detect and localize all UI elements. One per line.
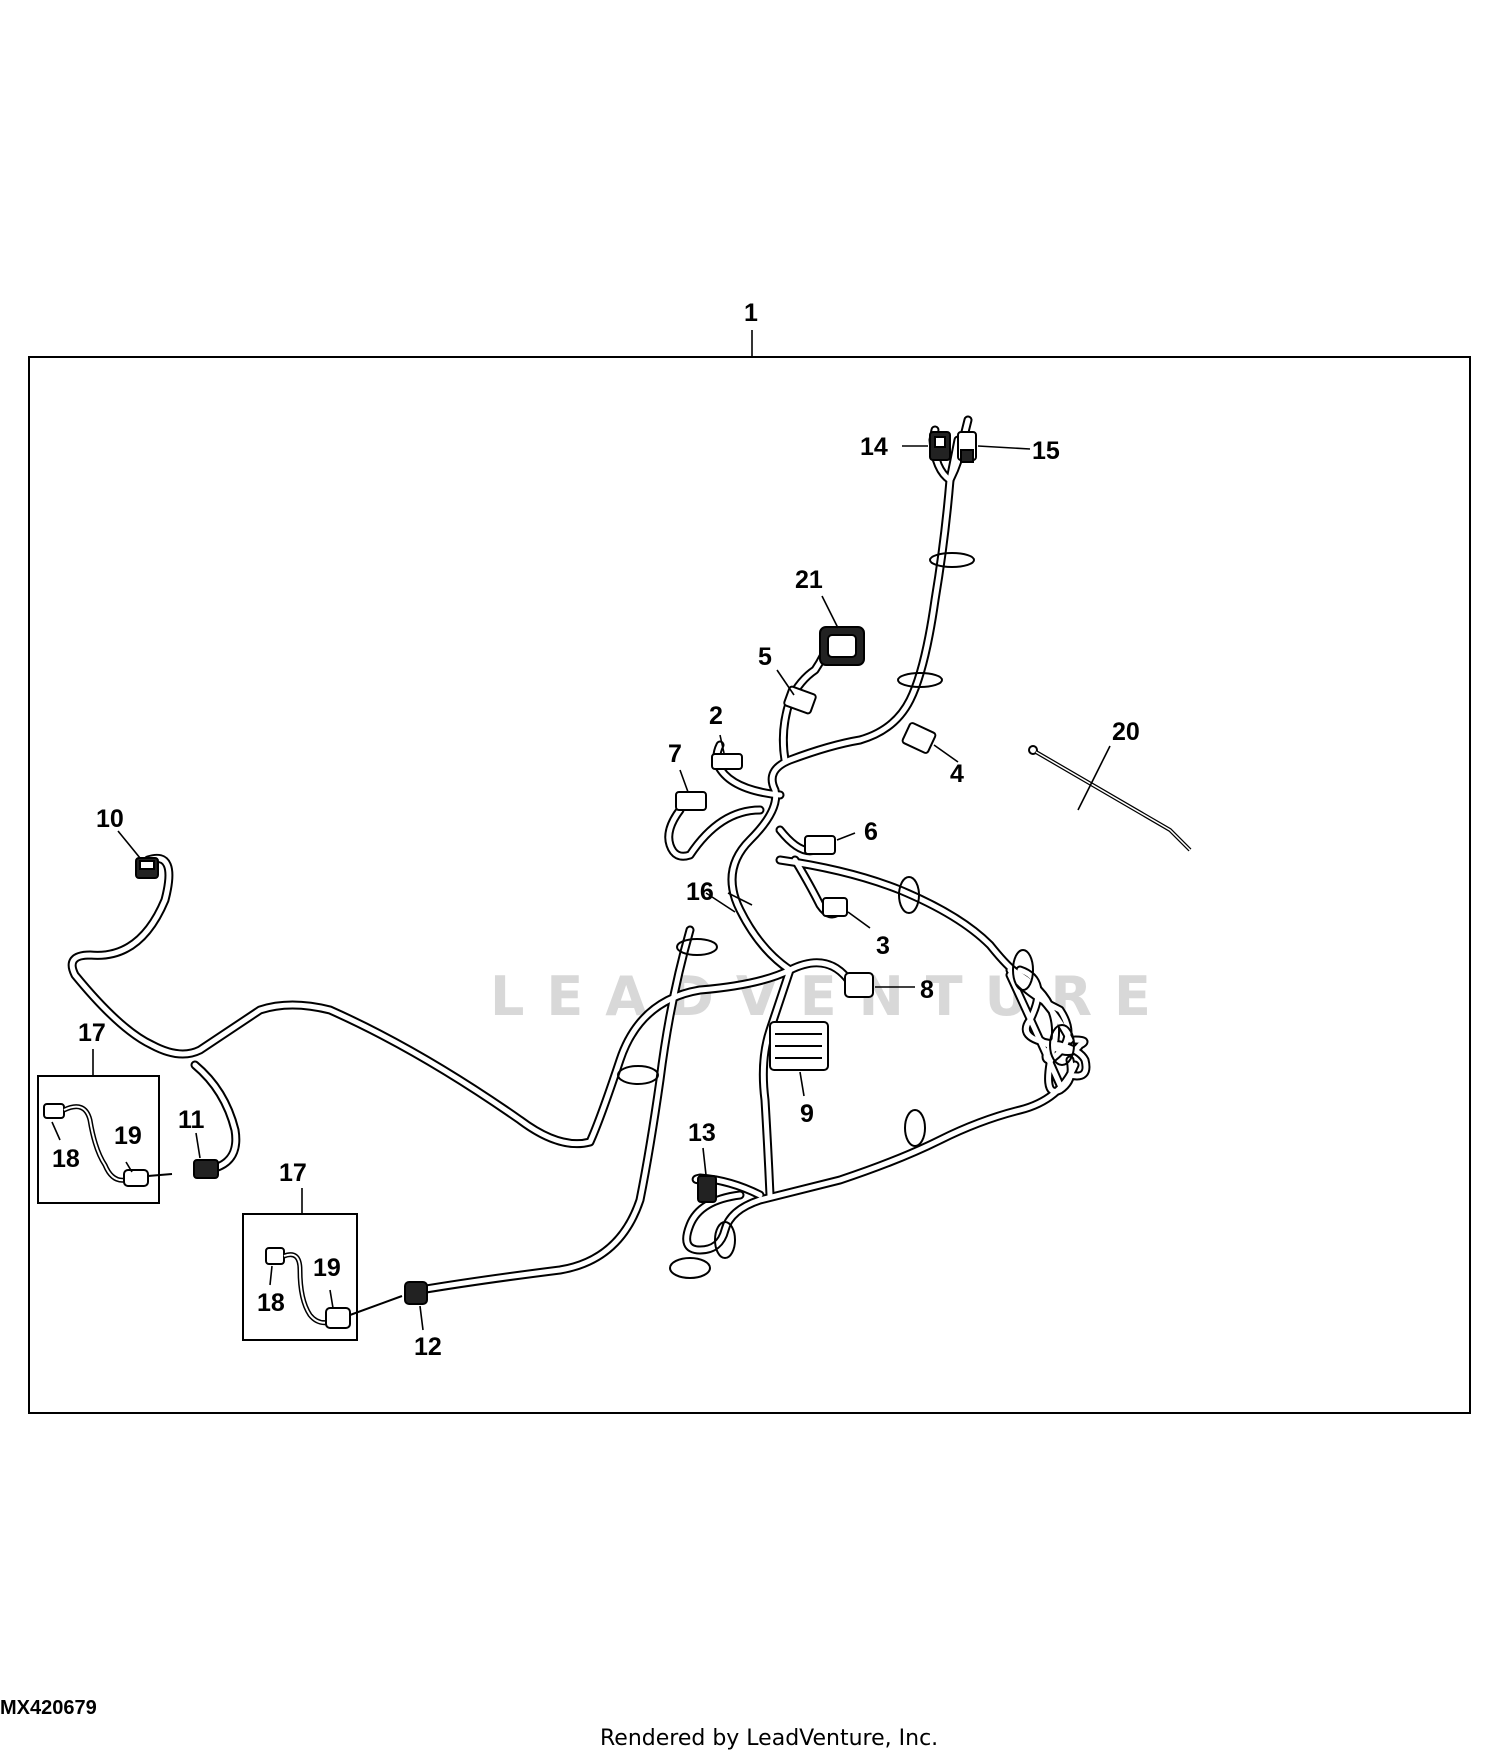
callout-21: 21: [795, 566, 823, 594]
connector-6: [804, 835, 836, 855]
callout-6: 6: [864, 818, 878, 846]
harness-clips: [617, 552, 1075, 1279]
callout-17: 17: [78, 1019, 106, 1047]
connector-12: [404, 1281, 428, 1305]
sensor-subharness-left: [43, 1103, 173, 1187]
callout-12: 12: [414, 1333, 442, 1361]
callout-8: 8: [920, 976, 934, 1004]
connector-9: [769, 1021, 829, 1071]
callout-18: 18: [52, 1145, 80, 1173]
callout-19: 19: [114, 1122, 142, 1150]
sensor-inset-frame-bottom: [242, 1213, 358, 1341]
callout-3: 3: [876, 932, 890, 960]
callout-20: 20: [1112, 718, 1140, 746]
connector-21: [819, 626, 865, 666]
callout-17b: 17: [279, 1159, 307, 1187]
callout-10: 10: [96, 805, 124, 833]
callout-13: 13: [688, 1119, 716, 1147]
connector-14: [929, 431, 951, 461]
harness-wires: [67, 415, 1091, 1295]
watermark: LEADVENTURE: [490, 965, 1173, 1028]
sensor-subharness-bottom: [265, 1247, 403, 1329]
connector-8: [844, 972, 874, 998]
callout-1: 1: [744, 299, 758, 327]
figure-id: MX420679: [0, 1697, 97, 1719]
connector-13: [697, 1175, 717, 1203]
callout-labels: 1 14 15 21 5 2 7 4 20 6 16 3 8 9 10 17 1…: [52, 299, 1140, 1361]
connector-3: [822, 897, 848, 917]
callout-15: 15: [1032, 437, 1060, 465]
callout-4: 4: [950, 760, 964, 788]
callout-18b: 18: [257, 1289, 285, 1317]
cable-tie-20: [1028, 745, 1192, 852]
connector-2: [711, 753, 743, 770]
callout-19b: 19: [313, 1254, 341, 1282]
connector-10: [135, 857, 159, 879]
connector-4: [901, 722, 937, 754]
callout-7: 7: [668, 740, 682, 768]
callout-16: 16: [686, 878, 714, 906]
callout-11: 11: [178, 1106, 205, 1134]
callout-9: 9: [800, 1100, 814, 1128]
render-credit: Rendered by LeadVenture, Inc.: [600, 1726, 938, 1750]
connector-11: [193, 1159, 219, 1179]
sensor-inset-frame-left: [37, 1075, 160, 1204]
callout-2: 2: [709, 702, 723, 730]
connector-7: [675, 791, 707, 811]
connector-15: [957, 431, 977, 463]
leader-lines: [51, 445, 1111, 1331]
callout-5: 5: [758, 643, 772, 671]
main-assembly-frame: [28, 356, 1471, 1414]
callout-14: 14: [860, 433, 888, 461]
